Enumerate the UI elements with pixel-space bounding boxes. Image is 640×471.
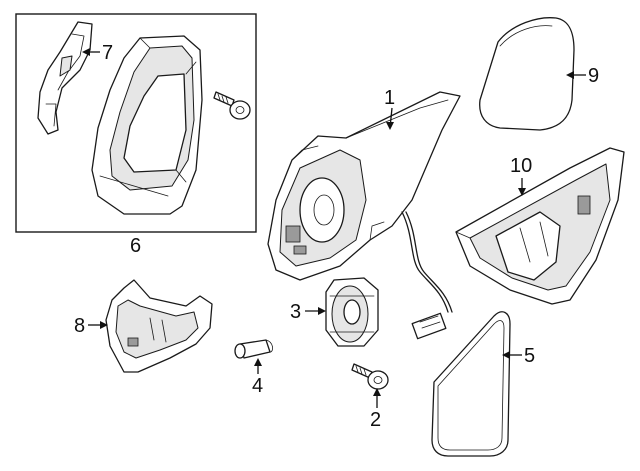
arrowhead-1 (386, 122, 394, 130)
part-6-screw (213, 91, 251, 120)
callout-label-5: 5 (524, 345, 535, 367)
callout-label-2: 2 (370, 409, 381, 431)
callout-label-6: 6 (130, 235, 141, 257)
callout-label-4: 4 (252, 375, 263, 397)
part-6-mirror-cover (91, 35, 203, 215)
arrowhead-2 (373, 388, 381, 396)
group-box-part-6 (15, 13, 257, 233)
part-3-motor (325, 277, 379, 347)
callout-label-10: 10 (510, 155, 532, 177)
part-10-mirror-housing (455, 147, 625, 305)
callout-label-7: 7 (102, 42, 113, 64)
arrowhead-5 (502, 351, 510, 359)
part-9-cover-cap (479, 17, 575, 131)
part-8-lower-cover (105, 279, 213, 373)
callout-label-8: 8 (74, 315, 85, 337)
part-5-mirror-glass (431, 311, 511, 457)
arrowhead-3 (318, 307, 326, 315)
arrowhead-4 (254, 358, 262, 366)
part-2-screw (351, 363, 389, 390)
arrowhead-10 (518, 188, 526, 196)
part-7-trim-strip (37, 21, 93, 135)
part-4-bulb (234, 339, 274, 359)
part-1-mirror-base (267, 91, 461, 281)
callout-label-3: 3 (290, 301, 301, 323)
arrowhead-9 (566, 71, 574, 79)
arrowhead-7 (82, 48, 90, 56)
wire-harness (401, 211, 453, 340)
arrowhead-8 (100, 321, 108, 329)
callout-label-9: 9 (588, 65, 599, 87)
callout-label-1: 1 (384, 87, 395, 109)
